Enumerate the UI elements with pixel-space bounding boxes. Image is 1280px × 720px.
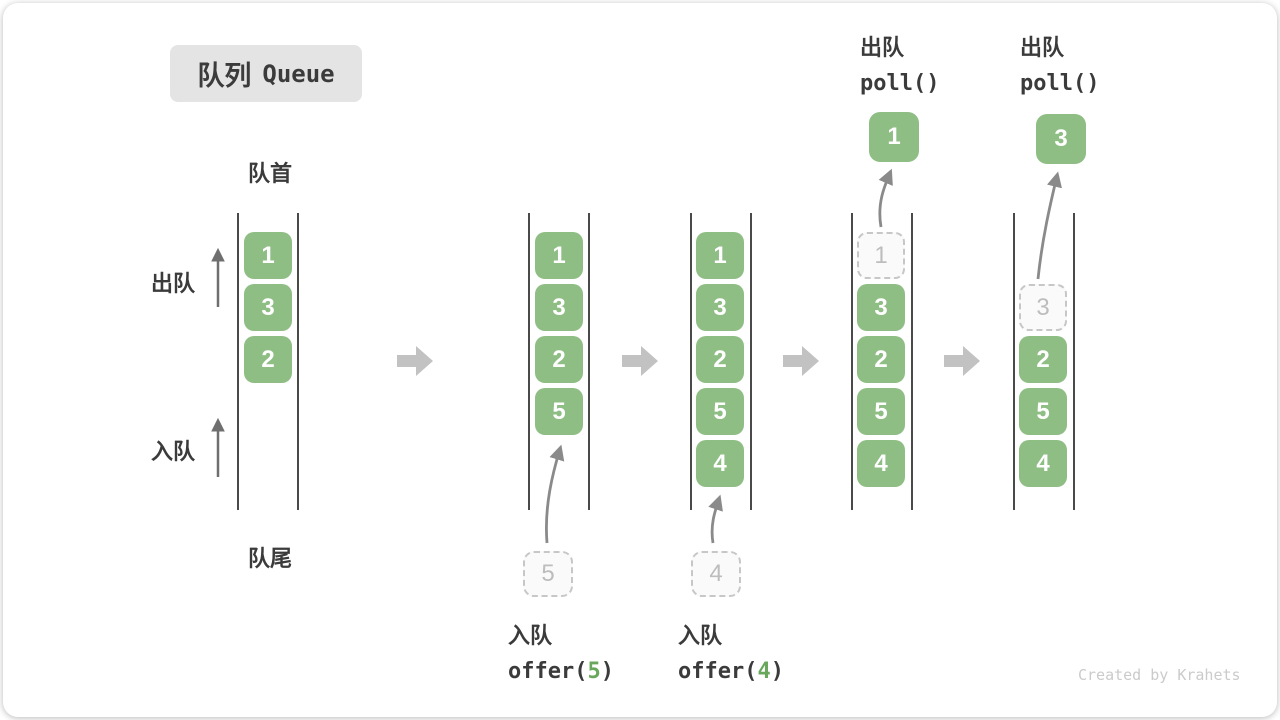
incoming-element: 4 xyxy=(691,551,741,597)
transition-arrow-icon xyxy=(783,346,819,376)
queue-cell: 1 xyxy=(244,232,292,279)
offer-code: offer(4) xyxy=(678,659,784,684)
queue-cell: 2 xyxy=(244,336,292,383)
offer-code: offer(5) xyxy=(508,659,614,684)
queue-cell: 2 xyxy=(535,336,583,383)
diagram-title: 队列 Queue xyxy=(170,45,362,102)
queue-cell: 1 xyxy=(535,232,583,279)
queue-cell: 2 xyxy=(1019,336,1067,383)
poll-zh: 出队 xyxy=(860,35,905,60)
queue-cell: 4 xyxy=(696,440,744,487)
queue-cell: 3 xyxy=(244,284,292,331)
offer-operation-label: 入队 offer(5) xyxy=(508,618,614,684)
transition-arrow-icon xyxy=(397,346,433,376)
queue-cell: 1 xyxy=(696,232,744,279)
queue-wall xyxy=(1073,213,1075,510)
queue-cell: 4 xyxy=(1019,440,1067,487)
label-queue-rear: 队尾 xyxy=(247,546,292,571)
queue-cell: 5 xyxy=(535,388,583,435)
poll-code: poll() xyxy=(860,71,940,96)
removed-element-slot: 1 xyxy=(857,232,905,279)
title-en: Queue xyxy=(262,59,335,88)
queue-cell: 3 xyxy=(696,284,744,331)
poll-operation-label: 出队 poll() xyxy=(1020,30,1099,96)
label-dequeue: 出队 xyxy=(151,271,196,296)
queue-wall xyxy=(1013,213,1015,510)
queue-cell: 2 xyxy=(696,336,744,383)
queue-cell: 4 xyxy=(857,440,905,487)
removed-element-slot: 3 xyxy=(1019,284,1067,331)
queue-cell: 2 xyxy=(857,336,905,383)
polled-element: 1 xyxy=(869,112,919,162)
queue-wall xyxy=(528,213,530,510)
incoming-element: 5 xyxy=(523,551,573,597)
queue-wall xyxy=(690,213,692,510)
queue-cell: 3 xyxy=(535,284,583,331)
poll-zh: 出队 xyxy=(1020,35,1065,60)
offer-zh: 入队 xyxy=(508,623,553,648)
queue-wall xyxy=(588,213,590,510)
poll-code: poll() xyxy=(1020,71,1100,96)
queue-cell: 5 xyxy=(857,388,905,435)
offer-operation-label: 入队 offer(4) xyxy=(678,618,784,684)
label-enqueue: 入队 xyxy=(151,439,196,464)
poll-operation-label: 出队 poll() xyxy=(860,30,939,96)
offer-arg: 4 xyxy=(757,659,771,684)
transition-arrow-icon xyxy=(622,346,658,376)
label-queue-front: 队首 xyxy=(247,161,292,186)
watermark: Created by Krahets xyxy=(1078,666,1241,684)
queue-cell: 3 xyxy=(857,284,905,331)
transition-arrow-icon xyxy=(944,346,980,376)
queue-wall xyxy=(911,213,913,510)
polled-element: 3 xyxy=(1036,114,1086,164)
title-zh: 队列 xyxy=(197,61,252,91)
queue-cell: 5 xyxy=(696,388,744,435)
queue-cell: 5 xyxy=(1019,388,1067,435)
queue-wall xyxy=(851,213,853,510)
offer-arg: 5 xyxy=(587,659,601,684)
queue-wall xyxy=(237,213,239,510)
queue-wall xyxy=(297,213,299,510)
queue-wall xyxy=(750,213,752,510)
offer-zh: 入队 xyxy=(678,623,723,648)
